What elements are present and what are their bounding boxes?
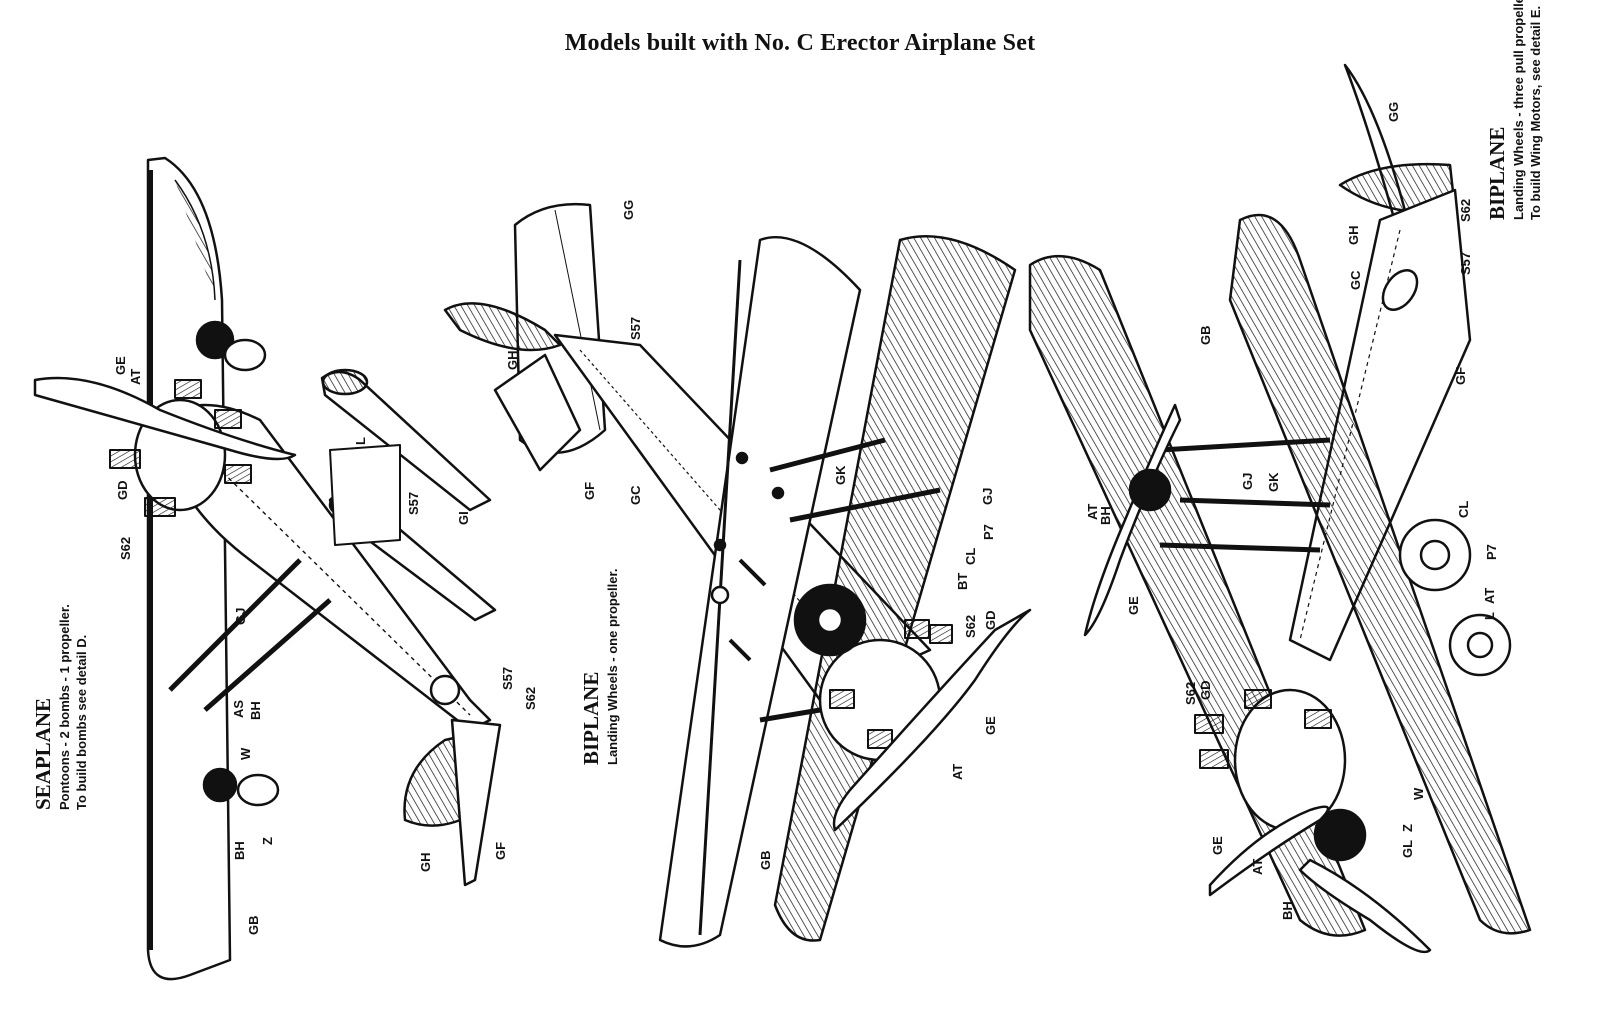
part-label: W xyxy=(1411,787,1426,800)
biplane-three-propellers-caption: BIPLANE Landing Wheels - three pull prop… xyxy=(1484,0,1544,220)
seaplane-caption: SEAPLANE Pontoons - 2 bombs - 1 propelle… xyxy=(30,604,90,810)
part-label: GL xyxy=(1400,840,1415,858)
part-label: AS xyxy=(231,700,246,718)
part-label: S62 xyxy=(963,615,978,638)
part-label: Z xyxy=(1400,824,1415,832)
part-label: S57 xyxy=(628,317,643,340)
part-label: W xyxy=(238,747,253,760)
part-label: BH xyxy=(1280,901,1295,920)
part-label: GJ xyxy=(980,488,995,505)
part-label: L xyxy=(353,437,368,445)
part-label: GG xyxy=(1386,102,1401,122)
part-label: S57 xyxy=(500,667,515,690)
part-label: GB xyxy=(1198,326,1213,346)
part-label: GD xyxy=(115,481,130,501)
part-label: GC xyxy=(628,485,643,505)
part-label: GC xyxy=(1348,270,1363,290)
part-label: GH xyxy=(505,351,520,371)
part-label: AT xyxy=(1085,504,1100,520)
part-label: BT xyxy=(955,573,970,590)
part-label: AT xyxy=(1250,859,1265,875)
caption-line: To build bombs see detail D. xyxy=(74,634,89,810)
seaplane-drawing xyxy=(33,156,502,981)
part-label: S62 xyxy=(1458,199,1473,222)
part-label: GH xyxy=(418,853,433,873)
caption-title: BIPLANE xyxy=(579,671,603,765)
caption-line: Pontoons - 2 bombs - 1 propeller. xyxy=(57,604,72,810)
part-label: GF xyxy=(1453,367,1468,385)
caption-line: Landing Wheels - three pull propellers. xyxy=(1511,0,1526,220)
part-label: GJ xyxy=(1240,473,1255,490)
part-label: AT xyxy=(1482,588,1497,604)
part-label: S57 xyxy=(406,492,421,515)
part-label: AT xyxy=(128,369,143,385)
part-label: GB xyxy=(758,851,773,871)
caption-line: Landing Wheels - one propeller. xyxy=(605,568,620,765)
part-label: BH xyxy=(232,841,247,860)
caption-title: SEAPLANE xyxy=(31,697,55,810)
part-label: GF xyxy=(582,482,597,500)
part-label: CL xyxy=(1456,501,1471,518)
part-label: GE xyxy=(1126,596,1141,615)
part-label: GK xyxy=(1266,472,1281,492)
part-label: GB xyxy=(246,916,261,936)
part-label: GD xyxy=(983,611,998,631)
part-label: GH xyxy=(1346,226,1361,246)
part-label: AT xyxy=(950,764,965,780)
part-label: GE xyxy=(113,356,128,375)
part-label: P7 xyxy=(981,524,996,540)
part-label: BH xyxy=(248,701,263,720)
part-label: GJ xyxy=(233,608,248,625)
part-label: S57 xyxy=(1458,252,1473,275)
part-label: P7 xyxy=(1484,544,1499,560)
part-label: GI xyxy=(456,511,471,525)
part-label: S62 xyxy=(118,537,133,560)
part-label: S62 xyxy=(1183,682,1198,705)
part-label: BH xyxy=(1098,506,1113,525)
part-label: CL xyxy=(963,548,978,565)
part-label: GG xyxy=(621,200,636,220)
biplane-one-propeller-part-labels: GG GH S57 GF GC GK GJ CL P7 BT S62 GD GE… xyxy=(505,200,998,870)
biplane-one-propeller-caption: BIPLANE Landing Wheels - one propeller. xyxy=(578,569,621,765)
caption-line: To build Wing Motors, see detail E. xyxy=(1528,5,1543,220)
part-label: L xyxy=(1482,612,1497,620)
part-label: GE xyxy=(1210,836,1225,855)
part-label: S62 xyxy=(523,687,538,710)
biplane-three-propellers-part-labels: GG GH S62 GC S57 GF GB CL P7 AT L AT BH … xyxy=(1085,102,1499,920)
part-label: GF xyxy=(493,842,508,860)
caption-title: BIPLANE xyxy=(1485,126,1509,220)
part-label: Z xyxy=(260,837,275,845)
part-label: GD xyxy=(1198,681,1213,701)
part-label: GE xyxy=(983,716,998,735)
biplane-three-propellers-drawing xyxy=(1028,63,1532,954)
part-label: GK xyxy=(833,465,848,485)
seaplane-part-labels: GE AT GD S62 GJ L S57 GI S57 S62 AS BH W… xyxy=(113,356,538,935)
biplane-one-propeller-drawing xyxy=(443,202,1032,948)
page-title: Models built with No. C Erector Airplane… xyxy=(564,30,1036,56)
